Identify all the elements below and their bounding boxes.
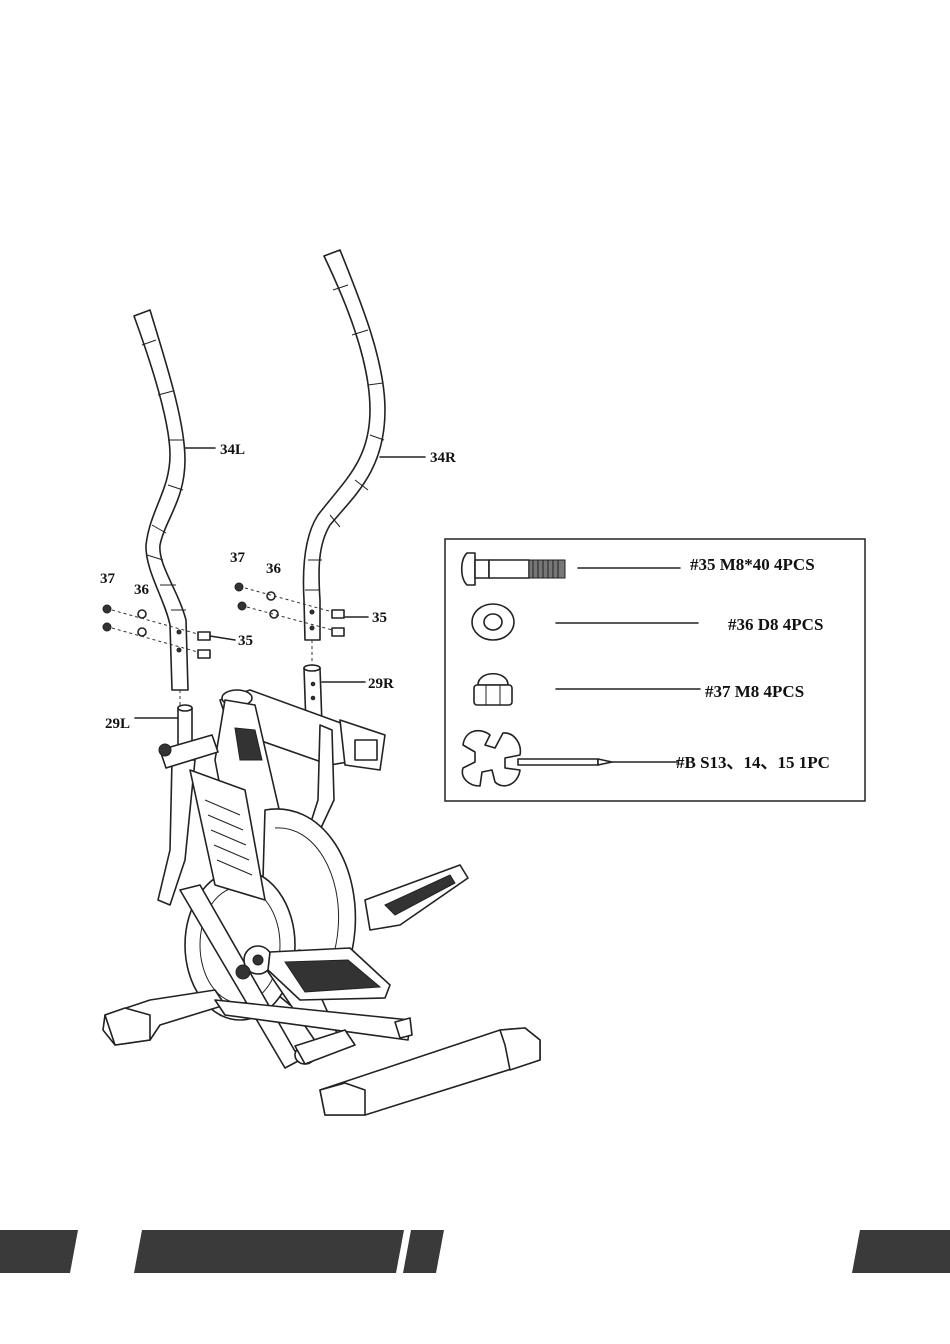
label-37-left: 37 [100, 571, 116, 587]
label-34l: 34L [220, 442, 245, 458]
hardware-label-b: #B S13、14、15 1PC [676, 753, 830, 772]
cap-nut-icon [474, 674, 512, 705]
left-hardware-drawing [103, 605, 210, 705]
label-35-left: 35 [238, 633, 253, 649]
hardware-list-box: #35 M8*40 4PCS #36 D8 4PCS #37 M8 4PCS #… [445, 539, 865, 801]
label-37-right: 37 [230, 550, 246, 566]
label-34r: 34R [430, 450, 456, 466]
washer-icon [472, 604, 514, 640]
footer-bars [0, 1230, 950, 1273]
label-29l: 29L [105, 716, 130, 732]
label-36-left: 36 [134, 582, 150, 598]
hardware-label-37: #37 M8 4PCS [705, 682, 804, 701]
label-29r: 29R [368, 676, 394, 692]
label-36-right: 36 [266, 561, 282, 577]
hardware-label-36: #36 D8 4PCS [728, 615, 823, 634]
hardware-label-35: #35 M8*40 4PCS [690, 555, 815, 574]
handlebar-right-drawing [303, 250, 385, 640]
label-35-right: 35 [372, 610, 387, 626]
right-hardware-drawing [235, 583, 344, 665]
